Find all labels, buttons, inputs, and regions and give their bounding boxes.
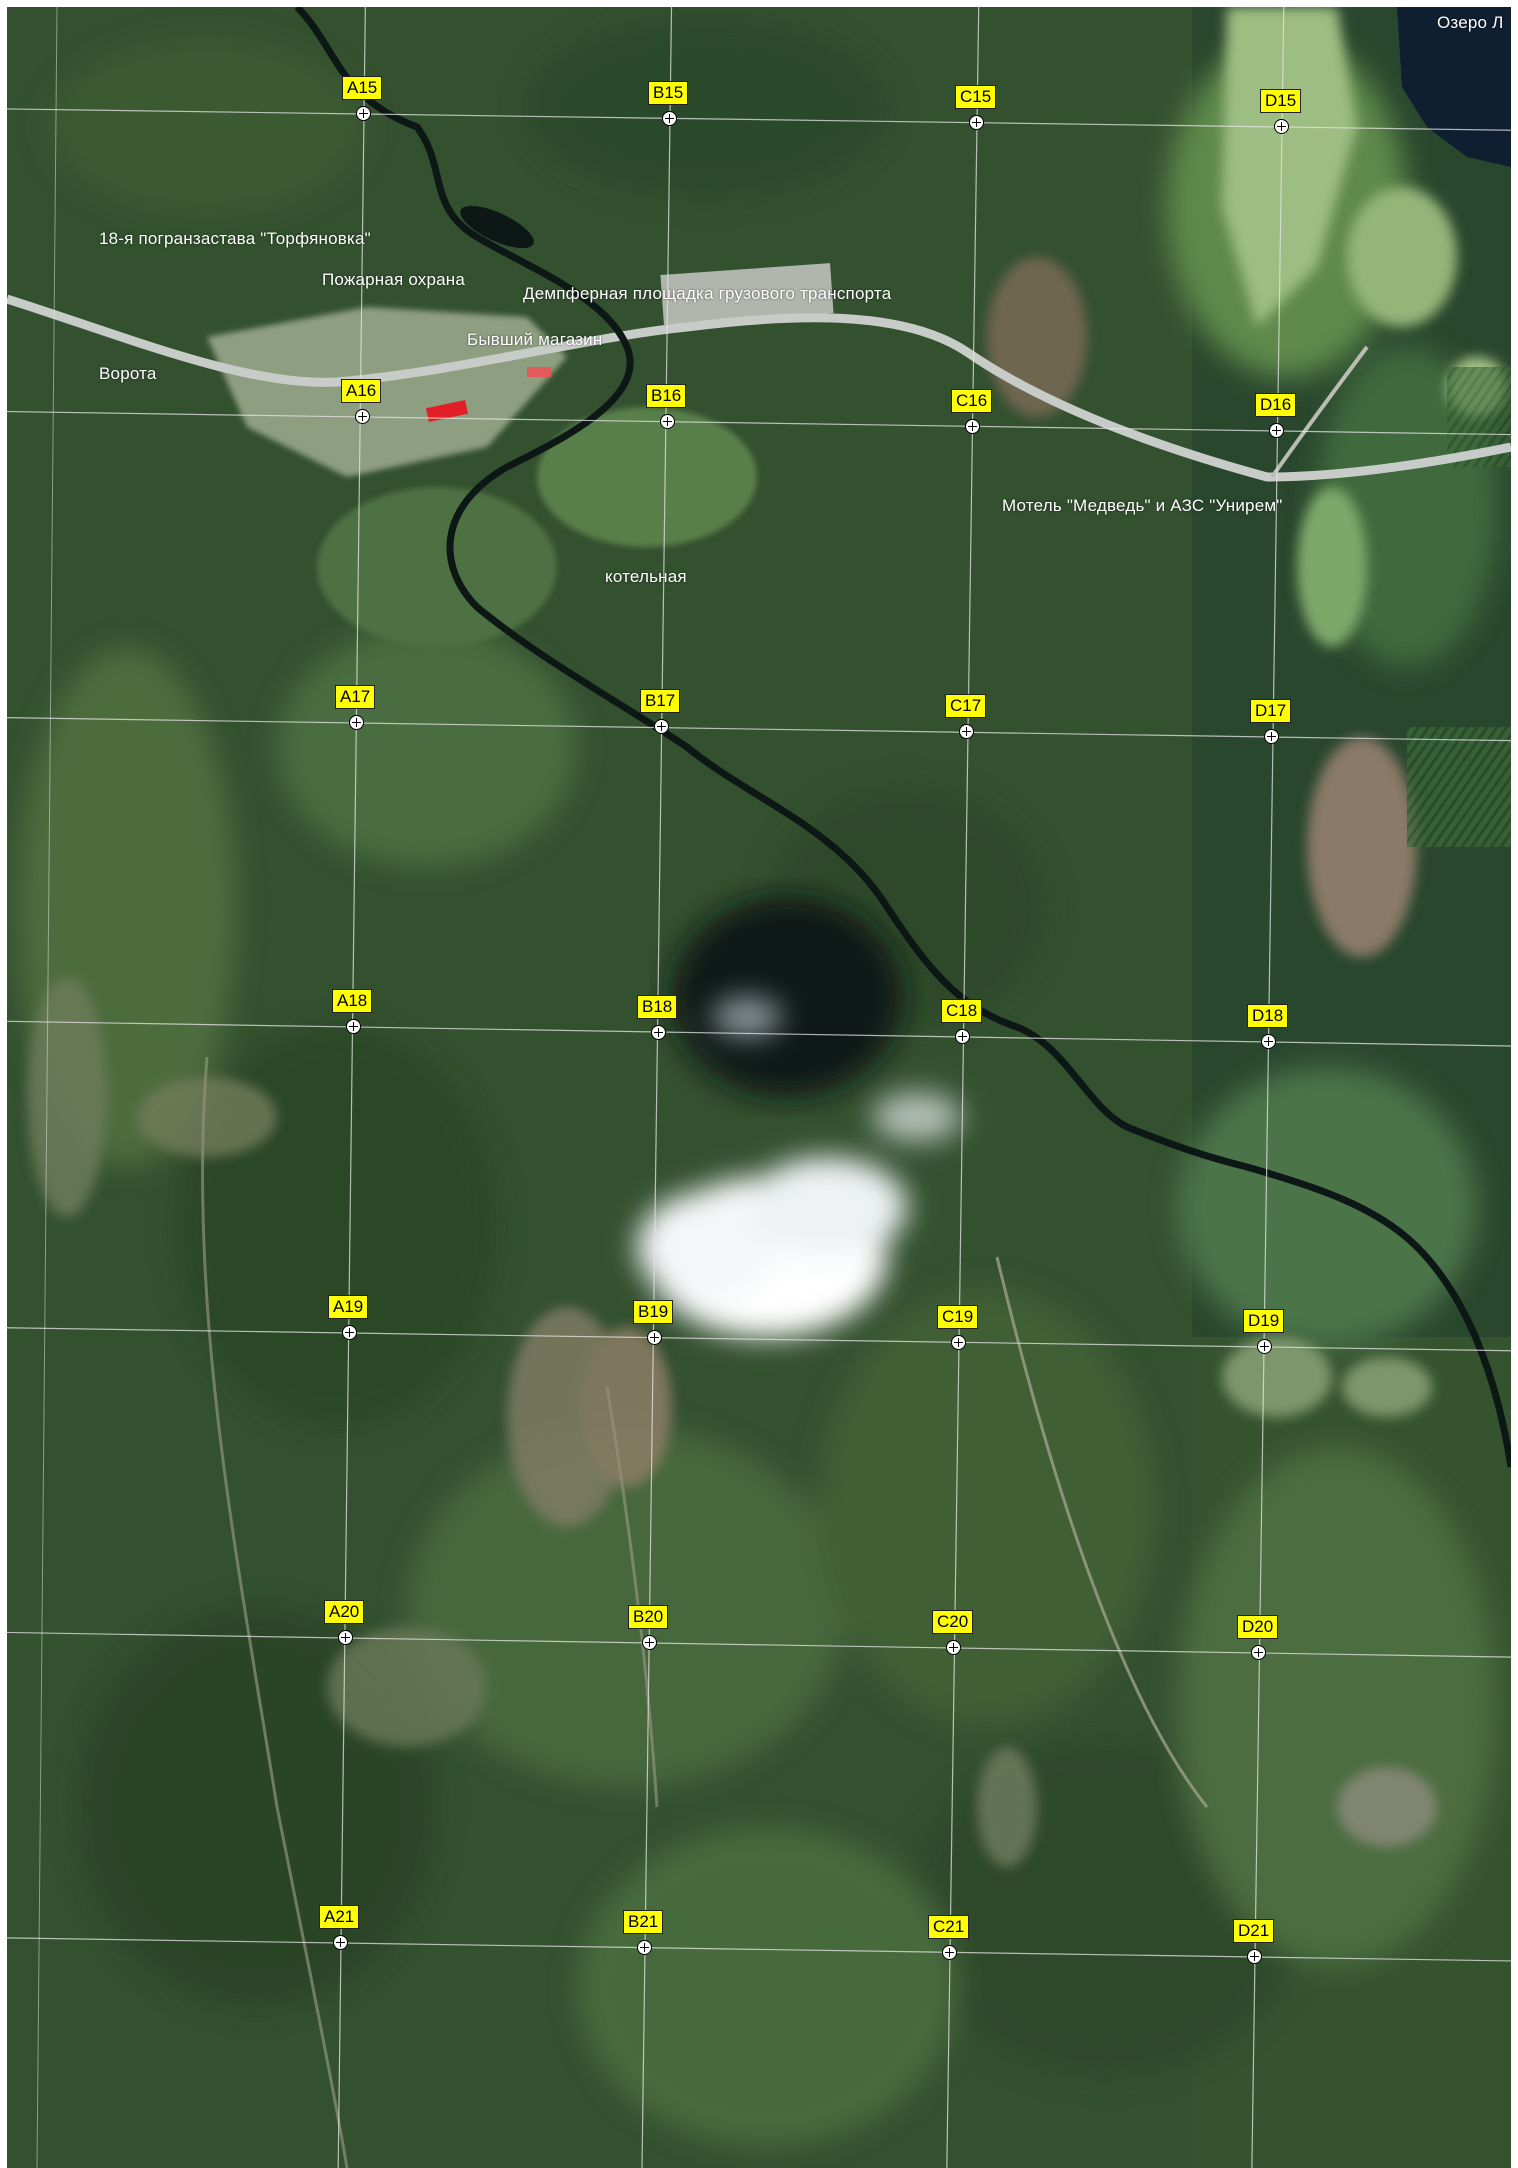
lake — [1397, 7, 1511, 167]
grid-label-d20[interactable]: D20 — [1237, 1615, 1279, 1639]
grid-label-d19[interactable]: D19 — [1243, 1309, 1285, 1333]
grid-marker-d17[interactable] — [1264, 729, 1279, 744]
clearings — [27, 257, 1437, 1867]
grid-label-c20[interactable]: C20 — [932, 1610, 974, 1634]
grid-marker-a21[interactable] — [333, 1935, 348, 1950]
river — [294, 7, 1511, 1468]
grid-label-c16[interactable]: C16 — [951, 389, 993, 413]
grid-marker-b21[interactable] — [637, 1940, 652, 1955]
grid-label-c17[interactable]: C17 — [945, 694, 987, 718]
grid-label-b19[interactable]: B19 — [633, 1300, 674, 1324]
grid-marker-c19[interactable] — [951, 1335, 966, 1350]
grid-marker-a19[interactable] — [342, 1325, 357, 1340]
side-road — [1270, 345, 1369, 479]
grid-label-a17[interactable]: A17 — [335, 685, 376, 709]
grid-label-c21[interactable]: C21 — [928, 1915, 970, 1939]
grid-marker-b19[interactable] — [647, 1330, 662, 1345]
grid-line-vertical — [36, 7, 58, 2168]
dirt-road — [200, 1056, 349, 2168]
grid-marker-a17[interactable] — [349, 715, 364, 730]
grid-line-horizontal — [7, 1020, 1511, 1047]
grid-label-d18[interactable]: D18 — [1247, 1004, 1289, 1028]
grid-label-b15[interactable]: B15 — [648, 81, 689, 105]
grid-label-b18[interactable]: B18 — [637, 995, 678, 1019]
grid-marker-a15[interactable] — [356, 106, 371, 121]
grid-label-d21[interactable]: D21 — [1233, 1919, 1275, 1943]
cloud — [637, 997, 962, 1337]
satellite-map[interactable]: Озеро Л 18-я погранзастава "Торфяновка" … — [7, 7, 1511, 2168]
river-pond — [460, 205, 534, 249]
grid-label-c19[interactable]: C19 — [937, 1305, 979, 1329]
grid-label-d17[interactable]: D17 — [1250, 699, 1292, 723]
dirt-road — [605, 1386, 659, 1808]
grid-label-d16[interactable]: D16 — [1255, 393, 1297, 417]
cloud-shadow — [672, 897, 902, 1097]
grid-line-horizontal — [7, 717, 1511, 742]
grid-line-horizontal — [7, 1937, 1511, 1962]
grid-marker-d15[interactable] — [1274, 119, 1289, 134]
label-boiler-house: котельная — [605, 567, 687, 586]
grid-line-vertical — [337, 7, 366, 2168]
label-former-shop: Бывший магазин — [467, 330, 603, 349]
label-lake-ozero: Озеро Л — [1437, 13, 1504, 32]
grid-marker-c20[interactable] — [946, 1640, 961, 1655]
highway — [7, 294, 1511, 482]
grid-marker-c17[interactable] — [959, 724, 974, 739]
grid-label-c15[interactable]: C15 — [955, 85, 997, 109]
grid-marker-a16[interactable] — [355, 409, 370, 424]
label-motel-gas-station: Мотель "Медведь" и АЗС "Унирем" — [1002, 496, 1283, 515]
grid-marker-d21[interactable] — [1247, 1949, 1262, 1964]
grid-label-a19[interactable]: A19 — [328, 1295, 369, 1319]
grid-label-a21[interactable]: A21 — [319, 1905, 360, 1929]
grid-marker-d20[interactable] — [1251, 1645, 1266, 1660]
grid-marker-a20[interactable] — [338, 1630, 353, 1645]
grid-marker-b20[interactable] — [642, 1635, 657, 1650]
grid-marker-d16[interactable] — [1269, 423, 1284, 438]
grid-label-d15[interactable]: D15 — [1260, 89, 1302, 113]
label-gate: Ворота — [99, 364, 157, 383]
red-roof — [425, 399, 469, 423]
label-truck-buffer-zone: Демпферная площадка грузового транспорта — [523, 284, 892, 303]
grid-label-c18[interactable]: C18 — [941, 999, 983, 1023]
grid-line-horizontal — [7, 410, 1511, 436]
grid-marker-b15[interactable] — [662, 111, 677, 126]
grid-marker-c18[interactable] — [955, 1029, 970, 1044]
grid-marker-d18[interactable] — [1261, 1034, 1276, 1049]
plantation — [1407, 727, 1511, 847]
grid-marker-c16[interactable] — [965, 419, 980, 434]
grid-label-b21[interactable]: B21 — [623, 1910, 664, 1934]
grid-line-vertical — [946, 7, 980, 2168]
grid-marker-d19[interactable] — [1257, 1339, 1272, 1354]
grid-marker-c21[interactable] — [942, 1945, 957, 1960]
building — [527, 367, 551, 377]
grid-marker-b17[interactable] — [654, 719, 669, 734]
label-border-outpost: 18-я погранзастава "Торфяновка" — [99, 229, 371, 248]
grid-label-b20[interactable]: B20 — [628, 1605, 669, 1629]
grid-label-b17[interactable]: B17 — [640, 689, 681, 713]
grid-line-vertical — [641, 7, 673, 2168]
settlement — [207, 307, 757, 647]
grid-line-horizontal — [7, 108, 1511, 131]
dirt-road — [995, 1256, 1209, 1808]
label-fire-station: Пожарная охрана — [322, 270, 466, 289]
grid-marker-a18[interactable] — [346, 1019, 361, 1034]
grid-label-a18[interactable]: A18 — [332, 989, 373, 1013]
meadows — [1222, 7, 1507, 647]
grid-label-a15[interactable]: A15 — [342, 76, 383, 100]
grid-marker-b16[interactable] — [660, 414, 675, 429]
grid-label-a16[interactable]: A16 — [341, 379, 382, 403]
grid-line-horizontal — [7, 1631, 1511, 1658]
grid-label-a20[interactable]: A20 — [324, 1600, 365, 1624]
grid-marker-b18[interactable] — [651, 1025, 666, 1040]
grid-marker-c15[interactable] — [969, 115, 984, 130]
grid-line-vertical — [1251, 7, 1285, 2168]
coordinate-grid — [7, 7, 1511, 2168]
parking-lot — [660, 263, 834, 325]
grid-label-b16[interactable]: B16 — [646, 384, 687, 408]
grid-line-horizontal — [7, 1327, 1511, 1352]
